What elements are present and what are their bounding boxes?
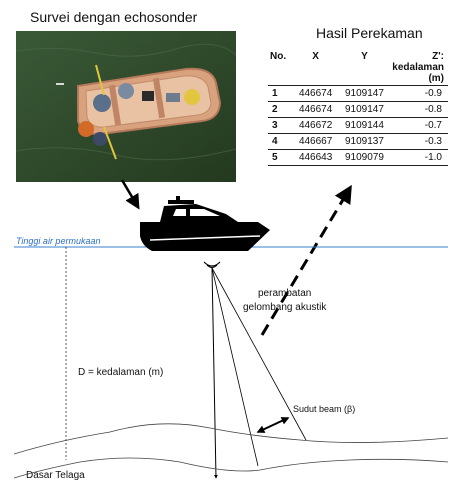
- beam-outer-line: [211, 267, 307, 441]
- transducer-arc: [203, 261, 221, 267]
- cell-x: 446674: [292, 85, 339, 102]
- cell-x: 446643: [292, 149, 339, 166]
- dashed-arrow-to-table: [260, 184, 352, 336]
- water-surface-label: Tinggi air permukaan: [16, 236, 101, 246]
- cell-x: 446672: [292, 117, 339, 134]
- lake-bottom-lower: [13, 457, 449, 479]
- cell-no: 2: [268, 101, 293, 118]
- beam-inner-line: [211, 267, 259, 467]
- records-title: Hasil Perekaman: [316, 25, 423, 41]
- cell-z: -0.8: [390, 101, 448, 118]
- beam-angle-arrow: [256, 417, 290, 433]
- cell-y: 9109147: [338, 85, 391, 102]
- cell-z: -0.9: [390, 85, 448, 102]
- boat-in-photo: [77, 67, 222, 136]
- col-header-z-line1: Z':: [432, 51, 444, 62]
- col-header-z-line2: kedalaman: [392, 62, 444, 73]
- lake-bottom-upper: [13, 423, 449, 455]
- cell-no: 3: [268, 117, 293, 134]
- table-header-row: No. X Y Z': kedalaman (m): [268, 50, 448, 86]
- survey-title: Survei dengan echosonder: [30, 9, 198, 25]
- cell-no: 4: [268, 133, 293, 150]
- table-row: 1 446674 9109147 -0.9: [268, 85, 448, 102]
- boat-silhouette-icon: [140, 196, 270, 251]
- beam-angle-label: Sudut beam (β): [293, 404, 356, 414]
- table-row: 3 446672 9109144 -0.7: [268, 117, 448, 134]
- arrow-photo-to-boat: [120, 179, 140, 210]
- cell-y: 9109147: [338, 101, 391, 118]
- col-header-y: Y: [338, 50, 391, 86]
- cell-y: 9109079: [338, 149, 391, 166]
- col-header-no: No.: [268, 50, 293, 86]
- propagation-label-line1: perambatan: [258, 288, 312, 299]
- cell-y: 9109144: [338, 117, 391, 134]
- cell-z: -0.3: [390, 133, 448, 150]
- lake-bottom-label: Dasar Telaga: [26, 470, 85, 481]
- col-header-x: X: [292, 50, 339, 86]
- col-header-z: Z': kedalaman (m): [390, 50, 448, 86]
- table-row: 4 446667 9109137 -0.3: [268, 133, 448, 150]
- survey-photo: [16, 31, 236, 182]
- cell-y: 9109137: [338, 133, 391, 150]
- table-row: 5 446643 9109079 -1.0: [268, 149, 448, 166]
- col-header-z-line3: (m): [428, 73, 444, 84]
- cell-x: 446674: [292, 101, 339, 118]
- table-row: 2 446674 9109147 -0.8: [268, 101, 448, 118]
- cell-no: 5: [268, 149, 293, 166]
- records-table: No. X Y Z': kedalaman (m) 1 446674 91091…: [268, 50, 448, 166]
- cell-no: 1: [268, 85, 293, 102]
- propagation-label-line2: gelombang akustik: [243, 302, 327, 313]
- cell-x: 446667: [292, 133, 339, 150]
- cell-z: -0.7: [390, 117, 448, 134]
- cell-z: -1.0: [390, 149, 448, 166]
- depth-label: D = kedalaman (m): [78, 367, 164, 378]
- beam-vertical-line: [211, 267, 218, 479]
